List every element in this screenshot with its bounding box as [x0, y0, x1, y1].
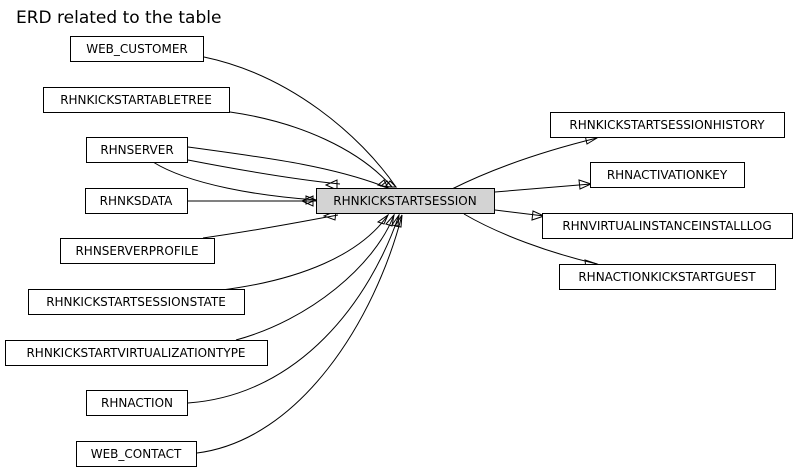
node-rhnkickstartsession[interactable]: RHNKICKSTARTSESSION: [316, 188, 495, 214]
node-label: RHNSERVERPROFILE: [75, 244, 198, 258]
node-rhnserverprofile[interactable]: RHNSERVERPROFILE: [60, 238, 215, 264]
node-web-customer[interactable]: WEB_CUSTOMER: [70, 36, 204, 62]
node-label: WEB_CUSTOMER: [86, 42, 188, 56]
node-rhnactionkickstartguest[interactable]: RHNACTIONKICKSTARTGUEST: [559, 264, 776, 290]
edge-web-contact: [196, 214, 403, 454]
node-label: RHNSERVER: [100, 143, 173, 157]
edge-rhnkickstartvirtualizationtype: [235, 213, 395, 341]
node-rhnaction[interactable]: RHNACTION: [86, 390, 188, 416]
edge-rhnkickstartsessionhistory: [451, 134, 599, 190]
edge-rhnkickstartabletree: [229, 111, 394, 188]
edge-web-customer: [203, 56, 398, 188]
diagram-title: ERD related to the table: [16, 8, 222, 28]
node-label: RHNACTIVATIONKEY: [607, 168, 728, 182]
node-label: WEB_CONTACT: [91, 447, 182, 461]
node-label: RHNKICKSTARTSESSION: [333, 194, 476, 208]
edge-rhnserver-1: [187, 146, 389, 189]
node-label: RHNKICKSTARTSESSIONSTATE: [46, 295, 226, 309]
node-rhnactivationkey[interactable]: RHNACTIVATIONKEY: [590, 162, 745, 188]
node-label: RHNKICKSTARTSESSIONHISTORY: [569, 118, 765, 132]
node-rhnkickstartsessionhistory[interactable]: RHNKICKSTARTSESSIONHISTORY: [550, 112, 785, 138]
node-label: RHNKICKSTARTABLETREE: [60, 93, 212, 107]
node-label: RHNACTIONKICKSTARTGUEST: [578, 270, 756, 284]
node-rhnkickstartabletree[interactable]: RHNKICKSTARTABLETREE: [43, 87, 230, 113]
node-rhnserver[interactable]: RHNSERVER: [86, 137, 188, 163]
edge-rhnvirtualinstanceinstalllog: [494, 209, 546, 221]
edge-rhnksdata: [188, 195, 316, 207]
node-rhnvirtualinstanceinstalllog[interactable]: RHNVIRTUALINSTANCEINSTALLLOG: [542, 213, 793, 239]
node-rhnkickstartsessionstate[interactable]: RHNKICKSTARTSESSIONSTATE: [28, 289, 245, 315]
node-label: RHNVIRTUALINSTANCEINSTALLLOG: [562, 219, 771, 233]
edge-rhnkickstartsessionstate: [221, 213, 390, 291]
edge-rhnserver-3: [152, 161, 318, 205]
edge-rhnserver-2: [187, 159, 341, 191]
node-web-contact[interactable]: WEB_CONTACT: [76, 441, 197, 467]
node-rhnkickstartvirtualizationtype[interactable]: RHNKICKSTARTVIRTUALIZATIONTYPE: [5, 340, 268, 366]
edge-rhnserverprofile: [202, 210, 339, 239]
edge-rhnactivationkey: [494, 179, 593, 193]
node-label: RHNACTION: [101, 396, 173, 410]
node-label: RHNKSDATA: [100, 194, 174, 208]
node-label: RHNKICKSTARTVIRTUALIZATIONTYPE: [26, 346, 245, 360]
node-rhnksdata[interactable]: RHNKSDATA: [85, 188, 188, 214]
